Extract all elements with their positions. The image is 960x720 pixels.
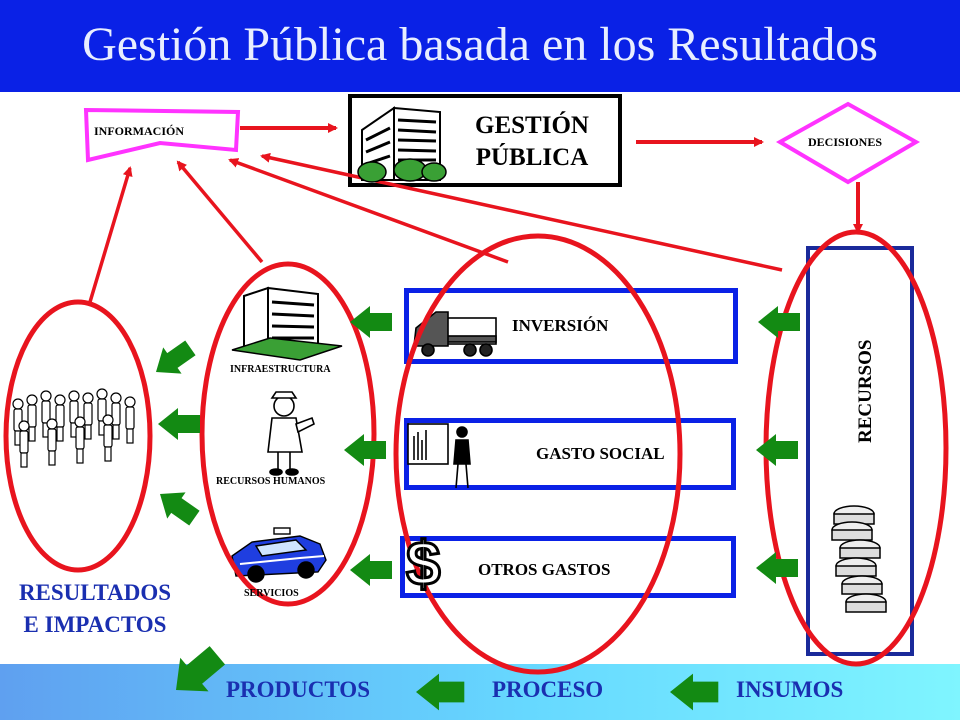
resultados-label-line2: E IMPACTOS <box>23 612 167 637</box>
results-ellipse <box>3 299 153 573</box>
resultados-label-line1: RESULTADOS <box>18 580 172 605</box>
green-arrow-process-3 <box>350 554 392 586</box>
feedback-arrow-products <box>176 160 264 264</box>
otros-gastos-box <box>400 536 736 598</box>
footer-bar <box>0 664 960 720</box>
footer-arrow-1 <box>416 673 465 711</box>
gestion-label-line1: GESTIÓN <box>475 112 589 139</box>
inversion-label: INVERSIÓN <box>512 316 609 335</box>
decisiones-label: DECISIONES <box>808 135 883 149</box>
title-bar <box>0 0 960 92</box>
gestion-label-line2: PÚBLICA <box>475 144 589 171</box>
otros-gastos-label: OTROS GASTOS <box>478 560 611 579</box>
infraestructura-label: INFRAESTRUCTURA <box>230 364 331 375</box>
footer-proceso: PROCESO <box>492 677 604 702</box>
footer-arrow-2 <box>670 673 719 711</box>
gasto-social-label: GASTO SOCIAL <box>536 444 665 463</box>
page-title: Gestión Pública basada en los Resultados <box>82 18 878 71</box>
servicios-label: SERVICIOS <box>244 588 299 599</box>
servicios-icon <box>231 527 327 583</box>
green-arrow-product-3 <box>150 480 204 532</box>
recursos-humanos-icon <box>267 391 315 476</box>
green-arrow-results-big <box>176 646 226 692</box>
green-arrow-process-2 <box>344 434 386 466</box>
coins-icon <box>831 505 887 613</box>
footer-productos: PRODUCTOS <box>226 677 370 702</box>
green-arrow-product-2 <box>158 408 200 440</box>
building-icon <box>357 106 447 183</box>
informacion-label: INFORMACIÓN <box>94 124 184 138</box>
feedback-arrow-results <box>88 166 133 303</box>
dollar-sign: $ <box>404 529 442 601</box>
feedback-arrow-inputs <box>260 152 783 272</box>
recursos-label: RECURSOS <box>855 339 876 443</box>
infraestructura-icon <box>231 286 343 361</box>
green-arrow-product-1 <box>146 334 200 386</box>
footer-insumos: INSUMOS <box>736 677 844 702</box>
decisiones-diamond <box>775 101 921 185</box>
chart-person-icon <box>407 423 471 489</box>
feedback-arrow-process <box>228 158 509 264</box>
crowd-icon <box>12 388 136 468</box>
process-ellipse <box>393 233 683 675</box>
informacion-shape <box>83 107 241 163</box>
green-arrow-input-2 <box>756 434 798 466</box>
products-ellipse <box>199 261 377 607</box>
recursos-humanos-label: RECURSOS HUMANOS <box>216 476 326 487</box>
